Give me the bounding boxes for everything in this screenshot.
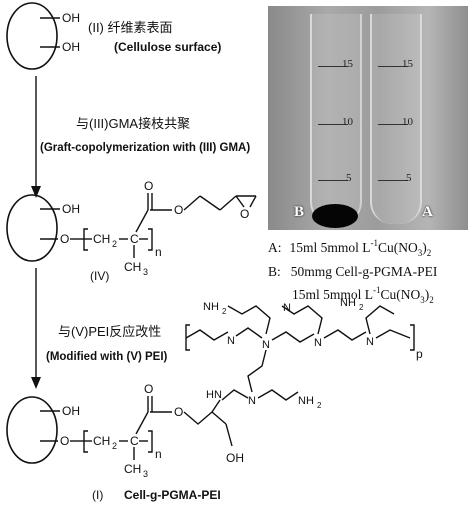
o-atom: O	[60, 232, 69, 246]
compound-i-label: (I)	[92, 488, 103, 502]
photo-legend: A:15ml 5mmol L-1Cu(NO3)2 B:50mmg Cell-g-…	[268, 238, 438, 305]
hn-group: HN	[206, 389, 222, 401]
c-atom: C	[130, 434, 139, 448]
compound-iv-label: (IV)	[90, 269, 109, 283]
legend-b: B:50mmg Cell-g-PGMA-PEI	[268, 264, 438, 279]
subscript: 2	[112, 239, 117, 249]
legend-b2: 15ml 5mmol L-1Cu(NO3)2	[292, 285, 434, 305]
o-atom: O	[144, 382, 153, 396]
test-tube-photo: 15 10 5 15 10 5 B A	[268, 6, 468, 230]
step3-label-en: (Modified with (V) PEI)	[46, 351, 168, 363]
tube-tick-label: 15	[342, 58, 353, 70]
nh2-group: NH	[203, 301, 219, 313]
tube-tick-label: 15	[402, 58, 413, 70]
epoxide-o: O	[240, 207, 249, 221]
n-atom: N	[262, 339, 270, 351]
tube-tick-label: 5	[406, 172, 412, 184]
n-atom: N	[314, 337, 322, 349]
step2-label-en: (Graft-copolymerization with (III) GMA)	[40, 142, 250, 154]
oh-label: OH	[62, 40, 80, 54]
tube-tick-label: 5	[346, 172, 352, 184]
cellulose-ellipse-2	[6, 194, 58, 262]
oh-label: OH	[226, 451, 244, 465]
nh2-group: NH	[298, 395, 314, 407]
o-atom: O	[144, 179, 153, 193]
ch2-group: CH	[93, 434, 110, 448]
repeat-n: n	[155, 245, 162, 259]
c-atom: C	[130, 232, 139, 246]
step1-label-cn: (II) 纤维素表面	[88, 20, 173, 35]
nh2-group: NH	[340, 297, 356, 309]
precipitate-blob	[312, 204, 358, 228]
o-atom: O	[60, 434, 69, 448]
oh-label: OH	[62, 11, 80, 25]
repeat-n: n	[155, 447, 162, 461]
n-atom: N	[248, 395, 256, 407]
subscript: 2	[112, 441, 117, 451]
oh-label: OH	[62, 202, 80, 216]
n-atom: N	[283, 302, 291, 314]
tube-label-b: B	[294, 204, 305, 220]
repeat-p: p	[416, 347, 423, 361]
subscript: 2	[359, 303, 364, 312]
cellulose-ellipse-1	[6, 2, 58, 70]
tube-tick-label: 10	[342, 116, 353, 128]
subscript: 3	[143, 469, 148, 479]
ch2-group: CH	[93, 232, 110, 246]
tube-tick-label: 10	[402, 116, 413, 128]
pei-structure: p N N N N NH 2 N NH 2 N NH 2	[185, 297, 423, 410]
test-tube-a: 15 10 5	[370, 14, 422, 224]
test-tube-b: 15 10 5	[310, 14, 362, 224]
cellulose-ellipse-3	[6, 396, 58, 464]
legend-a: A:15ml 5mmol L-1Cu(NO3)2	[268, 238, 431, 258]
subscript: 3	[143, 267, 148, 277]
n-atom: N	[366, 336, 374, 348]
step2-label-cn: 与(III)GMA接枝共聚	[76, 116, 190, 131]
ch3-group: CH	[124, 260, 141, 274]
tube-label-a: A	[422, 204, 433, 220]
subscript: 2	[222, 307, 227, 316]
compound-i-name: Cell-g-PGMA-PEI	[124, 488, 221, 502]
subscript: 2	[317, 401, 322, 410]
n-atom: N	[227, 335, 235, 347]
o-atom: O	[174, 405, 183, 419]
oh-label: OH	[62, 404, 80, 418]
o-atom: O	[174, 203, 183, 217]
step1-label-en: (Cellulose surface)	[114, 40, 221, 54]
ch3-group: CH	[124, 462, 141, 476]
step3-label-cn: 与(V)PEI反应改性	[58, 324, 161, 339]
